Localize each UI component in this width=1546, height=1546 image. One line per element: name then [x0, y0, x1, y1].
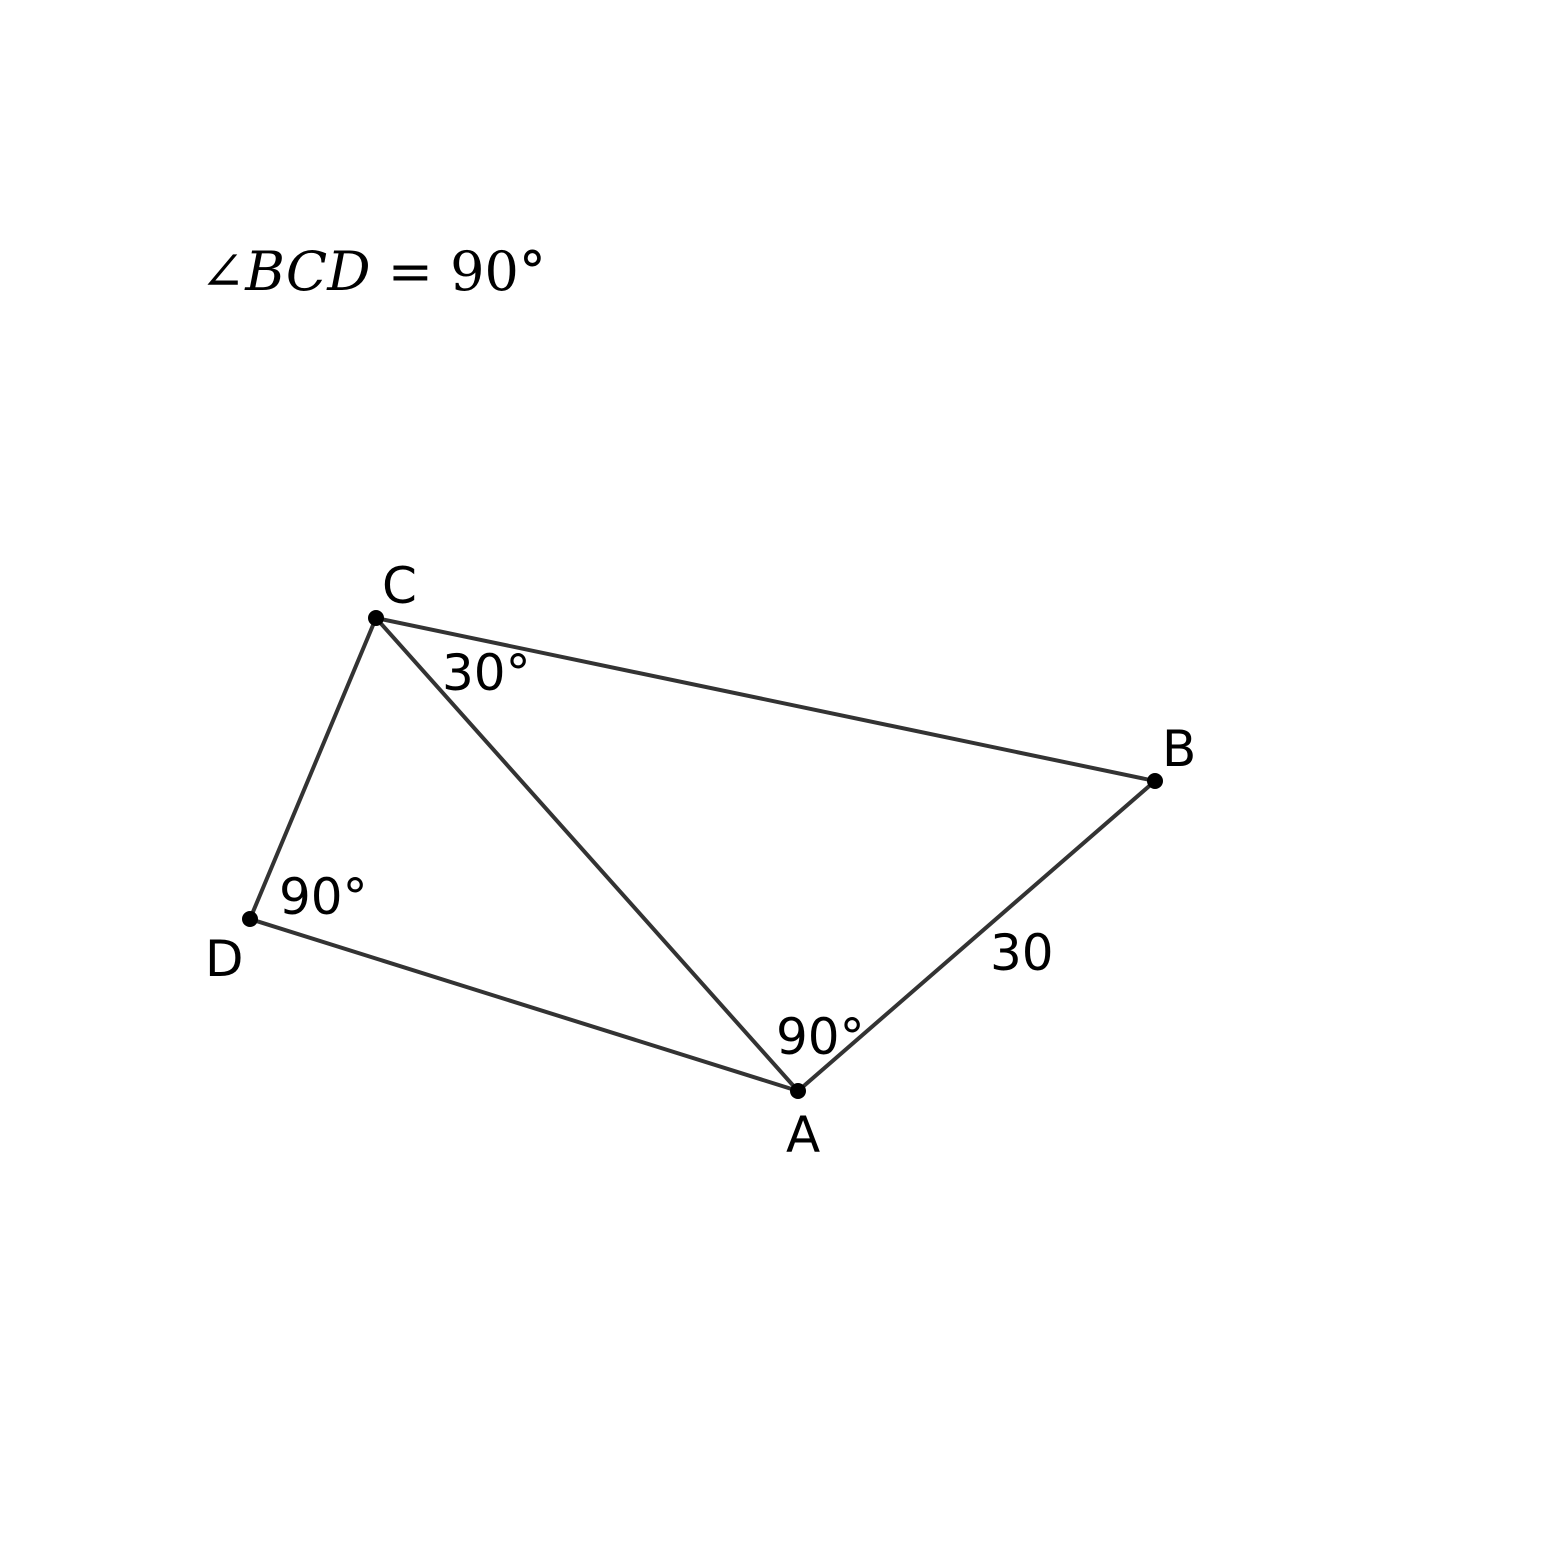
- angle-name: BCD: [244, 240, 370, 303]
- point-a: [790, 1083, 806, 1099]
- given-condition: ∠BCD = 90°: [200, 240, 546, 303]
- segment-ba: [796, 779, 1157, 1093]
- segments: [248, 616, 1157, 1093]
- label-a: A: [786, 1106, 820, 1164]
- label-c: C: [382, 557, 417, 615]
- point-b: [1147, 773, 1163, 789]
- point-d: [242, 911, 258, 927]
- segment-cb: [374, 616, 1157, 783]
- angle-value: 90°: [450, 240, 546, 303]
- angle-symbol: ∠: [200, 240, 245, 303]
- segment-ca: [374, 616, 800, 1093]
- angle-c-label: 30°: [442, 644, 531, 702]
- label-d: D: [205, 930, 244, 988]
- label-b: B: [1162, 720, 1196, 778]
- equals-sign: =: [371, 240, 451, 303]
- angle-d-label: 90°: [279, 868, 368, 926]
- segment-dc: [248, 616, 378, 921]
- segment-ad: [248, 917, 800, 1093]
- angle-a-label: 90°: [776, 1008, 865, 1066]
- side-ab-label: 30: [990, 924, 1054, 982]
- point-c: [368, 610, 384, 626]
- points: [242, 610, 1163, 1099]
